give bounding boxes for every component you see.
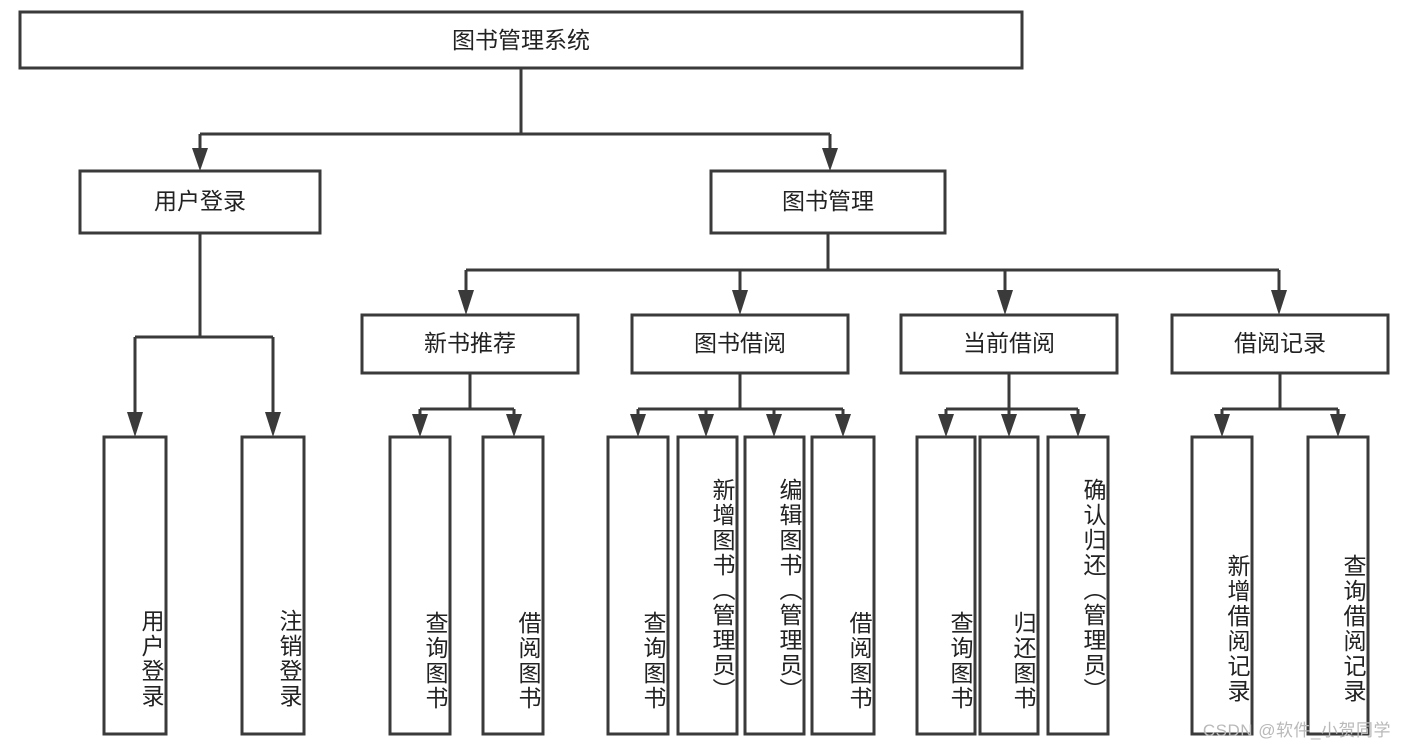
leaf-borrow-book-2[interactable]: 借阅图书 xyxy=(810,435,876,736)
leaf-label: 查询图书 xyxy=(947,610,973,711)
root-label: 图书管理系统 xyxy=(452,27,590,53)
connector-newbook-to-leaves xyxy=(412,373,522,437)
node-book-borrow[interactable]: 图书借阅 xyxy=(630,313,850,375)
leaf-label: 用户登录 xyxy=(138,608,164,709)
leaf-label: 查询图书 xyxy=(640,610,666,711)
connector-currentborrow-to-leaves xyxy=(938,373,1086,437)
root-box[interactable] xyxy=(18,10,1024,70)
leaf-label: 注销登录 xyxy=(276,608,302,709)
arrow-icon xyxy=(938,414,954,437)
arrow-icon xyxy=(412,414,428,437)
leaf-label: 查询借阅记录 xyxy=(1340,553,1366,704)
leaf-user-login[interactable]: 用户登录 xyxy=(102,435,168,736)
leaf-label: 查询图书 xyxy=(422,610,448,711)
arrow-icon xyxy=(630,414,646,437)
leaf-label: 新增借阅记录 xyxy=(1224,553,1250,704)
csdn-watermark: CSDN @软件_小贺同学 xyxy=(1202,721,1391,740)
leaf-confirm-return-admin[interactable]: 确认归还（管理员） xyxy=(1046,435,1110,736)
new-book-recommend-label: 新书推荐 xyxy=(424,330,516,356)
arrow-icon xyxy=(732,290,748,315)
borrow-record-label: 借阅记录 xyxy=(1234,330,1326,356)
arrow-icon xyxy=(1330,414,1346,437)
current-borrow-box[interactable] xyxy=(899,313,1119,375)
leaf-label: 借阅图书 xyxy=(515,610,541,711)
node-new-book-recommend[interactable]: 新书推荐 xyxy=(360,313,580,375)
leaf-label: 归还图书 xyxy=(1010,610,1036,711)
leaf-label: 借阅图书 xyxy=(846,610,872,711)
arrow-icon xyxy=(997,290,1013,315)
connector-bookmgmt-to-level3 xyxy=(458,233,1287,315)
leaf-edit-book-admin[interactable]: 编辑图书（管理员） xyxy=(743,435,806,736)
leaf-query-borrow-record[interactable]: 查询借阅记录 xyxy=(1306,435,1370,736)
leaf-query-book-1[interactable]: 查询图书 xyxy=(388,435,452,736)
arrow-icon xyxy=(1001,414,1017,437)
leaf-box[interactable] xyxy=(743,435,806,736)
connector-bookborrow-to-leaves xyxy=(630,373,851,437)
arrow-icon xyxy=(265,412,281,437)
leaf-add-borrow-record[interactable]: 新增借阅记录 xyxy=(1190,435,1254,736)
leaf-return-book[interactable]: 归还图书 xyxy=(978,435,1040,736)
node-book-management[interactable]: 图书管理 xyxy=(709,169,947,235)
node-root[interactable]: 图书管理系统 xyxy=(18,10,1024,70)
new-book-recommend-box[interactable] xyxy=(360,313,580,375)
leaf-box[interactable] xyxy=(1190,435,1254,736)
arrow-icon xyxy=(698,414,714,437)
leaf-box[interactable] xyxy=(481,435,545,736)
node-borrow-record[interactable]: 借阅记录 xyxy=(1170,313,1390,375)
arrow-icon xyxy=(835,414,851,437)
arrow-icon xyxy=(1070,414,1086,437)
arrow-icon xyxy=(1214,414,1230,437)
book-management-label: 图书管理 xyxy=(782,188,874,214)
leaf-query-book-2[interactable]: 查询图书 xyxy=(606,435,670,736)
arrow-icon xyxy=(766,414,782,437)
current-borrow-label: 当前借阅 xyxy=(963,330,1055,356)
connector-userlogin-to-leaves xyxy=(127,233,281,437)
book-borrow-label: 图书借阅 xyxy=(694,330,786,356)
leaf-query-book-3[interactable]: 查询图书 xyxy=(915,435,977,736)
leaf-box[interactable] xyxy=(676,435,739,736)
leaf-box[interactable] xyxy=(102,435,168,736)
leaf-box[interactable] xyxy=(915,435,977,736)
arrow-icon xyxy=(458,290,474,315)
leaf-box[interactable] xyxy=(978,435,1040,736)
user-login-box[interactable] xyxy=(78,169,322,235)
connector-root-to-level2 xyxy=(192,68,838,171)
user-login-label: 用户登录 xyxy=(154,188,246,214)
node-user-login[interactable]: 用户登录 xyxy=(78,169,322,235)
arrow-icon xyxy=(822,148,838,171)
arrow-icon xyxy=(127,412,143,437)
arrow-icon xyxy=(192,148,208,171)
leaf-box[interactable] xyxy=(810,435,876,736)
leaf-label: 编辑图书（管理员） xyxy=(776,478,802,703)
arrow-icon xyxy=(1271,290,1287,315)
node-current-borrow[interactable]: 当前借阅 xyxy=(899,313,1119,375)
leaf-box[interactable] xyxy=(1306,435,1370,736)
leaf-box[interactable] xyxy=(388,435,452,736)
leaf-box[interactable] xyxy=(240,435,306,736)
leaf-logout[interactable]: 注销登录 xyxy=(240,435,306,736)
leaf-box[interactable] xyxy=(1046,435,1110,736)
leaf-box[interactable] xyxy=(606,435,670,736)
connector-borrowrecord-to-leaves xyxy=(1214,373,1346,437)
leaf-label: 新增图书（管理员） xyxy=(709,478,735,703)
leaf-label: 确认归还（管理员） xyxy=(1080,478,1106,703)
leaf-add-book-admin[interactable]: 新增图书（管理员） xyxy=(676,435,739,736)
leaf-borrow-book-1[interactable]: 借阅图书 xyxy=(481,435,545,736)
arrow-icon xyxy=(506,414,522,437)
